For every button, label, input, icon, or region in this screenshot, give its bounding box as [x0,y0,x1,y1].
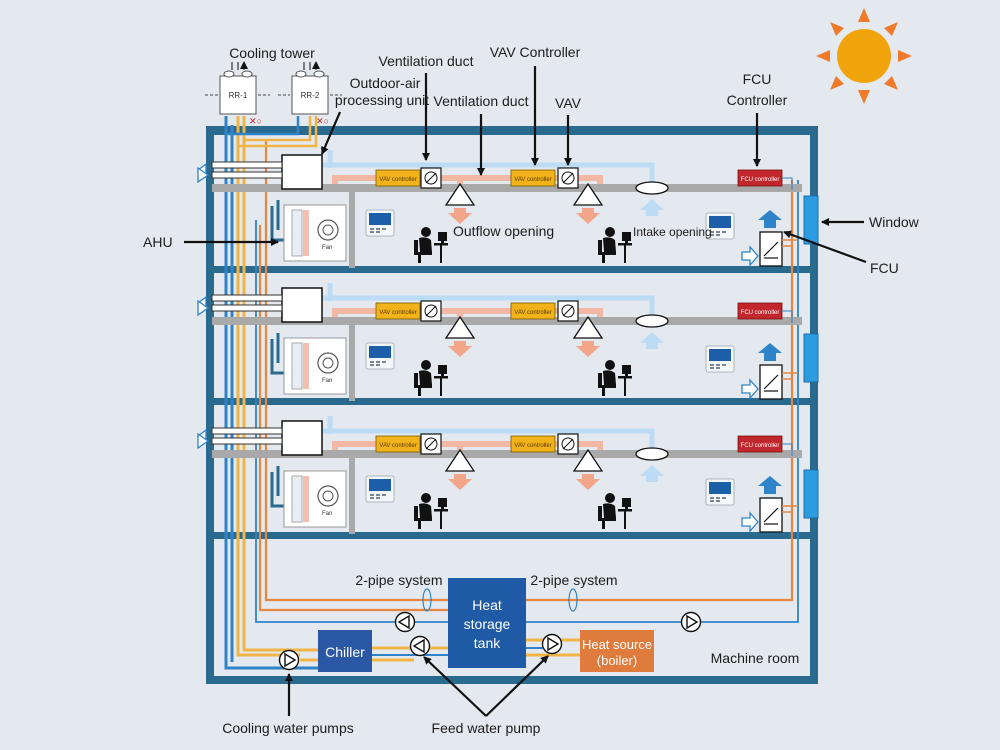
feed-water-pump-1 [394,611,416,633]
heat-source-label-1: Heat source [582,637,652,652]
window-label: Window [869,214,920,230]
rr1-label: RR-1 [229,91,248,100]
floor-3 [198,416,802,534]
window-2 [803,333,819,383]
svg-text:✕○: ✕○ [249,116,262,126]
machine-room-label: Machine room [711,650,800,666]
two-pipe-label-left: 2-pipe system [355,572,442,588]
machine-room-pipes [300,638,580,662]
window-1 [803,195,819,245]
hot-water-riser [258,140,456,612]
fcu-controller-label-2: Controller [727,92,788,108]
ahu-label: AHU [143,234,173,250]
ahu-fan-label: Fan [322,245,332,251]
feed-water-pump-label: Feed water pump [432,720,541,736]
svg-text:✕○: ✕○ [316,116,329,126]
cooling-water-pumps-label: Cooling water pumps [222,720,354,736]
heat-storage-label-1: Heat [472,597,502,613]
oa-unit-label-1: Outdoor-air [350,75,421,91]
window-3 [803,469,819,519]
vav-controller-label: VAV Controller [490,44,581,60]
sun-icon [816,8,912,104]
heat-source-boiler [580,630,654,672]
floor-2 [198,283,802,401]
feed-water-pump-2 [409,635,431,657]
cooling-tower-label: Cooling tower [229,45,315,61]
floor-slab-2 [210,398,814,405]
floor-slab-3 [210,532,814,539]
floor-1: Fan VAV controller VAV controller FCU co… [196,150,802,268]
rr2-label: RR-2 [301,91,320,100]
floor-slab-1 [210,266,814,273]
oa-unit-label-2: processing unit [335,92,429,108]
fcu-controller-label-1: FCU [743,71,772,87]
intake-opening-label: Intake opening [633,225,712,239]
outflow-opening-label: Outflow opening [453,223,554,239]
return-pump [680,611,702,633]
heat-storage-label-3: tank [474,635,501,651]
chiller [318,630,372,672]
vav-box-text: VAV controller [514,177,551,183]
vav-label: VAV [555,95,582,111]
ventilation-duct-label-2: Ventilation duct [434,93,529,109]
ventilation-duct-label-1: Ventilation duct [379,53,474,69]
heat-storage-label-2: storage [464,616,511,632]
fcu-blue-riser [255,180,799,623]
two-pipe-label-right: 2-pipe system [530,572,617,588]
cooling-tower-rr1: RR-1 ✕○ [205,62,270,126]
chiller-label: Chiller [325,644,365,660]
heat-storage-tank [448,578,526,668]
roof-slab [210,127,814,135]
fcu-label: FCU [870,260,899,276]
cooling-water-pump [278,649,300,671]
feed-water-pump-3 [541,633,563,655]
heat-source-label-2: (boiler) [597,653,637,668]
vav-box-text: VAV controller [379,177,416,183]
fcu-controller-box-text: FCU controller [741,177,780,183]
cooling-tower-rr2: RR-2 ✕○ [278,62,342,126]
